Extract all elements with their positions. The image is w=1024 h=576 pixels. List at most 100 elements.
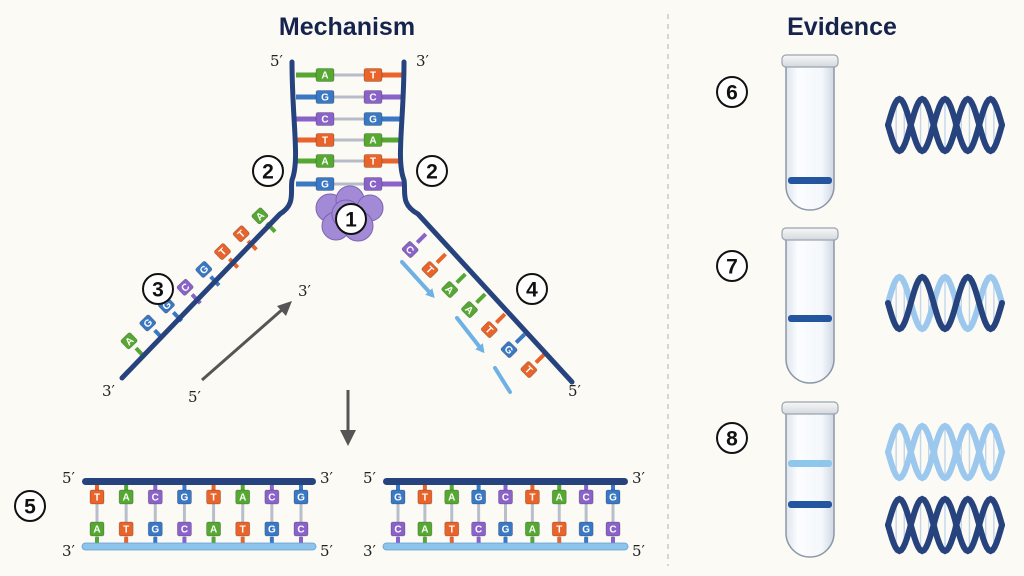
new-backbone (382, 542, 629, 551)
base-letter: T (422, 493, 428, 504)
base-block (363, 112, 383, 126)
helix-strand-back (885, 495, 1005, 555)
base-letter: G (369, 115, 377, 126)
step-label-circle (416, 155, 448, 187)
base-letter: A (93, 525, 100, 536)
helix-strand-front (885, 422, 1005, 482)
base-a: A (551, 489, 567, 505)
base-letter: T (370, 71, 376, 82)
base-c: C (264, 489, 280, 505)
step-label-number: 2 (262, 161, 274, 184)
base-block (498, 489, 513, 505)
base-block (605, 521, 621, 537)
base-block (118, 489, 134, 505)
okazaki-fragment (400, 260, 434, 297)
base-block (401, 241, 419, 258)
tube-rim (781, 54, 839, 68)
base-g: G (139, 314, 157, 332)
base-t: T (214, 243, 231, 260)
step-label-5: 5 (14, 490, 46, 522)
base-t: T (118, 521, 134, 537)
helix-strand-back (885, 273, 1005, 333)
end-label: 3′ (102, 382, 116, 400)
step-label-2: 2 (416, 155, 448, 187)
helix-strand-front (885, 273, 1005, 333)
base-a: A (461, 301, 478, 319)
base-block (500, 341, 518, 359)
step-label-1: 1 (335, 203, 367, 235)
base-stem (514, 332, 527, 345)
step-label-number: 8 (726, 428, 738, 451)
base-g: G (264, 521, 280, 537)
base-t: T (524, 489, 540, 505)
base-letter: C (502, 493, 509, 504)
base-c: C (315, 112, 335, 126)
base-a: A (235, 489, 251, 505)
base-block (480, 321, 498, 339)
base-block (177, 521, 192, 537)
step-label-circle (252, 155, 284, 187)
end-label: 3′ (298, 282, 312, 300)
base-letter: T (556, 525, 562, 536)
mechanism-title: Mechanism (279, 13, 415, 41)
base-block (315, 177, 335, 191)
base-a: A (251, 207, 269, 225)
base-letter: T (211, 493, 217, 504)
base-letter: T (449, 525, 455, 536)
base-block (176, 278, 194, 296)
base-block (461, 301, 478, 319)
base-c: C (147, 489, 163, 505)
base-g: G (147, 521, 163, 537)
base-block (264, 521, 280, 537)
base-g: G (500, 341, 518, 359)
base-letter: A (321, 71, 328, 82)
base-letter: C (268, 493, 275, 504)
base-c: C (177, 521, 192, 537)
base-a: A (315, 154, 335, 168)
tube-rim (781, 401, 839, 415)
tube-rim (781, 227, 839, 241)
end-label: 5′ (320, 542, 334, 560)
base-block (421, 261, 439, 278)
end-label: 5′ (363, 469, 377, 487)
base-g: G (390, 489, 406, 505)
dna-helix-icon (885, 273, 1005, 333)
base-c: C (578, 489, 594, 505)
base-c: C (176, 278, 194, 296)
base-t: T (89, 489, 105, 505)
end-label: 5′ (632, 542, 646, 560)
base-block (390, 489, 406, 505)
base-t: T (363, 154, 383, 168)
new-backbone (81, 542, 317, 551)
base-c: C (605, 521, 621, 537)
base-g: G (471, 489, 487, 505)
evidence-panel (781, 54, 1005, 558)
base-block (147, 521, 163, 537)
base-letter: G (268, 525, 276, 536)
base-t: T (363, 68, 383, 82)
base-letter: G (321, 93, 329, 104)
base-block (206, 521, 221, 537)
base-block (235, 489, 251, 505)
base-letter: G (394, 493, 402, 504)
base-letter: T (322, 136, 328, 147)
base-c: C (363, 90, 383, 104)
base-block (578, 489, 594, 505)
end-label: 5′ (188, 388, 202, 406)
evidence-row-8 (781, 401, 1005, 558)
step-label-circle (516, 273, 548, 305)
okazaki-arrowhead (475, 343, 485, 354)
base-block (471, 489, 487, 505)
base-a: A (206, 521, 221, 537)
base-block (524, 489, 540, 505)
template-backbone (383, 478, 628, 485)
step-label-circle (716, 422, 748, 454)
evidence-row-6 (781, 54, 1005, 211)
base-block (195, 261, 213, 278)
helix-strand-back (885, 95, 1005, 155)
base-letter: T (529, 493, 535, 504)
okazaki-arrowhead (425, 288, 435, 298)
step-label-number: 2 (426, 161, 438, 184)
test-tube (785, 409, 835, 558)
